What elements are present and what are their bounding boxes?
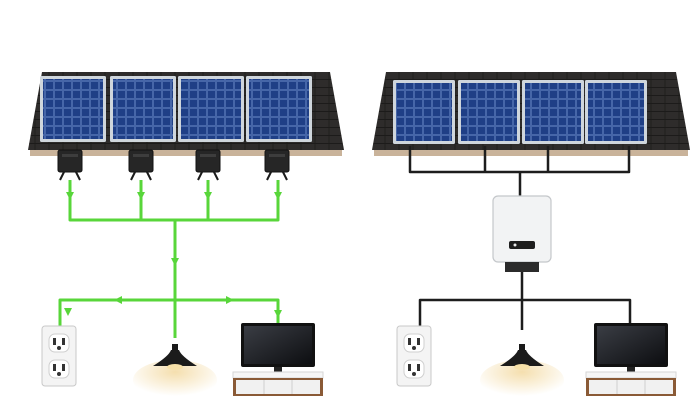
inverter-led bbox=[513, 243, 517, 247]
outlet-slot bbox=[417, 364, 420, 371]
microinverter-body bbox=[128, 149, 154, 173]
flow-arrow bbox=[204, 192, 212, 200]
string-inverter-system bbox=[372, 72, 690, 400]
outlet-slot bbox=[62, 338, 65, 345]
tv-icon bbox=[232, 323, 324, 396]
microinverter-body bbox=[195, 149, 221, 173]
tv-stand-neck bbox=[274, 367, 282, 372]
outlet-slot bbox=[417, 338, 420, 345]
solar-panel bbox=[110, 76, 176, 142]
roof-fascia bbox=[30, 150, 342, 156]
outlet-slot bbox=[53, 338, 56, 345]
tv-stand-top bbox=[585, 371, 677, 379]
outlet-slot bbox=[53, 364, 56, 371]
solar-panel bbox=[522, 80, 584, 144]
inverter-body bbox=[492, 195, 552, 263]
flow-arrow bbox=[114, 296, 122, 304]
tv-stand-drawers bbox=[589, 380, 673, 394]
microinverter-cable bbox=[130, 171, 136, 181]
lamp-socket bbox=[172, 344, 178, 350]
tv-stand-top bbox=[232, 371, 324, 379]
microinverter-fins bbox=[269, 154, 285, 157]
lamp-glow bbox=[480, 360, 564, 400]
tv-stand-neck bbox=[627, 367, 635, 372]
lamp-glow bbox=[133, 360, 217, 400]
lamp-shade bbox=[153, 350, 197, 366]
solar-panel bbox=[246, 76, 312, 142]
microinverter-fins bbox=[62, 154, 78, 157]
pendant-lamp-icon bbox=[133, 344, 217, 400]
microinverter bbox=[57, 149, 83, 181]
outlet-slot bbox=[408, 364, 411, 371]
microinverter bbox=[195, 149, 221, 181]
microinverter-cable bbox=[197, 171, 203, 181]
dc-wire bbox=[418, 298, 632, 326]
outlet-slot bbox=[62, 364, 65, 371]
flow-arrow bbox=[137, 192, 145, 200]
tv-icon bbox=[585, 323, 677, 396]
outlet-icon bbox=[41, 325, 77, 387]
flow-arrow bbox=[226, 296, 234, 304]
flow-arrow bbox=[274, 192, 282, 200]
outlet-ground bbox=[57, 372, 61, 376]
lamp-shade bbox=[500, 350, 544, 366]
flow-arrow bbox=[171, 258, 179, 266]
inverter-ports bbox=[505, 262, 539, 272]
microinverter-fins bbox=[133, 154, 149, 157]
ac-flow-wire bbox=[68, 180, 280, 222]
roof-fascia bbox=[374, 150, 688, 156]
microinverter-body bbox=[57, 149, 83, 173]
microinverter-cable bbox=[75, 171, 81, 181]
panel-cells bbox=[249, 79, 309, 139]
panel-cells bbox=[396, 83, 452, 141]
tv-screen bbox=[597, 326, 665, 364]
microinverter-cable bbox=[59, 171, 65, 181]
microinverter-fins bbox=[200, 154, 216, 157]
solar-panel bbox=[178, 76, 244, 142]
solar-panel bbox=[458, 80, 520, 144]
microinverter-cable bbox=[146, 171, 152, 181]
flow-arrow bbox=[66, 192, 74, 200]
outlet-ground bbox=[57, 346, 61, 350]
panel-cells bbox=[525, 83, 581, 141]
microinverter-cable bbox=[282, 171, 288, 181]
panel-cells bbox=[588, 83, 644, 141]
solar-panel bbox=[393, 80, 455, 144]
microinverter-cable bbox=[213, 171, 219, 181]
inverter-display bbox=[509, 241, 535, 249]
string-inverter bbox=[492, 195, 552, 272]
tv-screen bbox=[244, 326, 312, 364]
solar-panel bbox=[40, 76, 106, 142]
flow-arrow bbox=[64, 308, 72, 316]
panel-cells bbox=[113, 79, 173, 139]
microinverter-cable bbox=[266, 171, 272, 181]
microinverter-system bbox=[28, 72, 344, 400]
tv-stand-drawers bbox=[236, 380, 320, 394]
pendant-lamp-icon bbox=[480, 344, 564, 400]
lamp-bulb bbox=[167, 364, 183, 370]
panel-cells bbox=[43, 79, 103, 139]
ac-flow-wire bbox=[58, 298, 280, 326]
outlet-ground bbox=[412, 346, 416, 350]
microinverter bbox=[264, 149, 290, 181]
outlet-slot bbox=[408, 338, 411, 345]
panel-cells bbox=[181, 79, 241, 139]
microinverter-body bbox=[264, 149, 290, 173]
flow-arrow bbox=[274, 310, 282, 318]
lamp-bulb bbox=[514, 364, 530, 370]
outlet-icon bbox=[396, 325, 432, 387]
lamp-socket bbox=[519, 344, 525, 350]
outlet-ground bbox=[412, 372, 416, 376]
microinverter bbox=[128, 149, 154, 181]
panel-cells bbox=[461, 83, 517, 141]
solar-panel bbox=[585, 80, 647, 144]
